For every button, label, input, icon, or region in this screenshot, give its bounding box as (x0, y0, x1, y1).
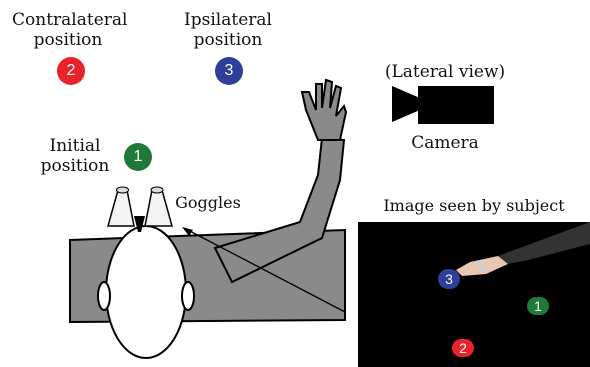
camera-icon (392, 86, 494, 124)
subject-view-image: 3 1 2 (358, 222, 590, 367)
sleeve-shape (498, 222, 590, 264)
goggles-icon (108, 187, 172, 232)
marker-1: 1 (527, 297, 549, 315)
subject-view-svg (358, 222, 590, 367)
marker-3: 3 (438, 269, 460, 289)
marker-2: 2 (452, 339, 474, 357)
